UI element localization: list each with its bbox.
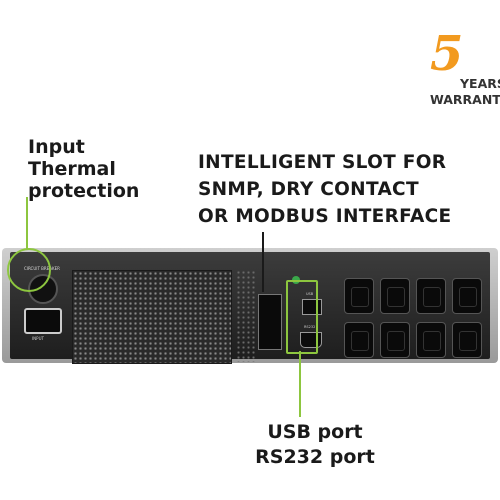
- slot-label-line: OR MODBUS INTERFACE: [198, 205, 452, 227]
- ups-rear-panel: CIRCUIT BREAKER INPUT USB RS232: [2, 240, 498, 365]
- ports-callout-box: [286, 280, 318, 354]
- ventilation-strip: [236, 270, 256, 362]
- rs232-panel-label: RS232: [304, 325, 316, 329]
- ports-label: USB port RS232 port: [215, 420, 415, 469]
- iec-outlet: [380, 278, 410, 314]
- iec-outlet: [344, 322, 374, 358]
- warranty-years-text: YEARS: [460, 76, 500, 91]
- ups-back-plate: CIRCUIT BREAKER INPUT USB RS232: [10, 252, 490, 364]
- thermal-label-line: Input: [28, 136, 85, 158]
- iec-outlet: [416, 322, 446, 358]
- thermal-label-line: Thermal: [28, 157, 116, 180]
- power-inlet: [24, 308, 62, 334]
- thermal-protection-label: Input Thermal protection: [28, 136, 168, 203]
- ventilation-grille: [72, 270, 232, 364]
- slot-label-line: SNMP, DRY CONTACT: [198, 178, 419, 200]
- iec-outlet: [380, 322, 410, 358]
- thermal-label-line: protection: [28, 179, 140, 202]
- thermal-callout-circle: [7, 248, 51, 292]
- ports-callout-line: [299, 351, 301, 417]
- iec-outlet: [452, 322, 482, 358]
- usb-panel-label: USB: [306, 292, 314, 296]
- rs232-port-label: RS232 port: [255, 445, 375, 468]
- slot-callout-line: [262, 232, 264, 292]
- slot-label-line: INTELLIGENT SLOT FOR: [198, 152, 447, 173]
- warranty-years-number: 5: [430, 26, 464, 82]
- output-outlets: [344, 278, 482, 358]
- warranty-badge: 5 YEARS WARRANTY: [420, 30, 500, 125]
- thermal-callout-line: [26, 197, 28, 250]
- iec-outlet: [344, 278, 374, 314]
- warranty-text: WARRANTY: [430, 92, 500, 107]
- iec-outlet: [416, 278, 446, 314]
- input-label: INPUT: [32, 336, 44, 341]
- intelligent-slot: [258, 294, 282, 350]
- iec-outlet: [452, 278, 482, 314]
- usb-port-label: USB port: [267, 421, 363, 443]
- intelligent-slot-label: INTELLIGENT SLOT FOR SNMP, DRY CONTACT O…: [198, 150, 498, 230]
